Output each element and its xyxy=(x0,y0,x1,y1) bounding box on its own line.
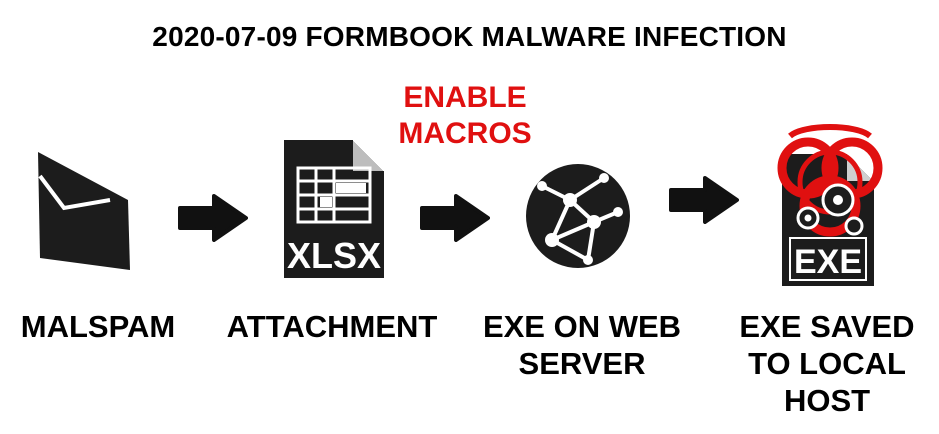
arrow-right-icon xyxy=(420,194,490,242)
exe-file-biohazard-icon: EXE xyxy=(777,124,883,286)
exe-file-label: EXE xyxy=(794,243,862,281)
step-4-line-1: EXE SAVED xyxy=(739,309,915,344)
xlsx-file-label: XLSX xyxy=(287,235,381,276)
step-2-line-1: ATTACHMENT xyxy=(226,309,438,344)
step-label-exe-on-web-server: EXE ON WEB SERVER xyxy=(470,308,694,382)
step-label-malspam: MALSPAM xyxy=(6,308,190,345)
arrow-right-icon xyxy=(669,176,739,224)
step-1-line-1: MALSPAM xyxy=(20,309,176,344)
diagram-title: 2020-07-09 FORMBOOK MALWARE INFECTION xyxy=(152,21,787,52)
enable-macros-annotation: ENABLE MACROS xyxy=(380,80,550,152)
globe-network-icon xyxy=(526,164,630,268)
annotation-line-2: MACROS xyxy=(398,117,532,150)
annotation-line-1: ENABLE xyxy=(403,81,527,114)
step-3-line-2: SERVER xyxy=(518,346,646,381)
step-4-line-2: TO LOCAL xyxy=(748,346,906,381)
step-label-attachment: ATTACHMENT xyxy=(214,308,450,345)
envelope-icon xyxy=(38,152,130,270)
step-4-line-3: HOST xyxy=(783,383,871,418)
arrow-right-icon xyxy=(178,194,248,242)
step-label-exe-saved-to-local-host: EXE SAVED TO LOCAL HOST xyxy=(722,308,932,419)
step-3-line-1: EXE ON WEB xyxy=(482,309,682,344)
xlsx-file-icon: XLSX xyxy=(284,140,384,278)
